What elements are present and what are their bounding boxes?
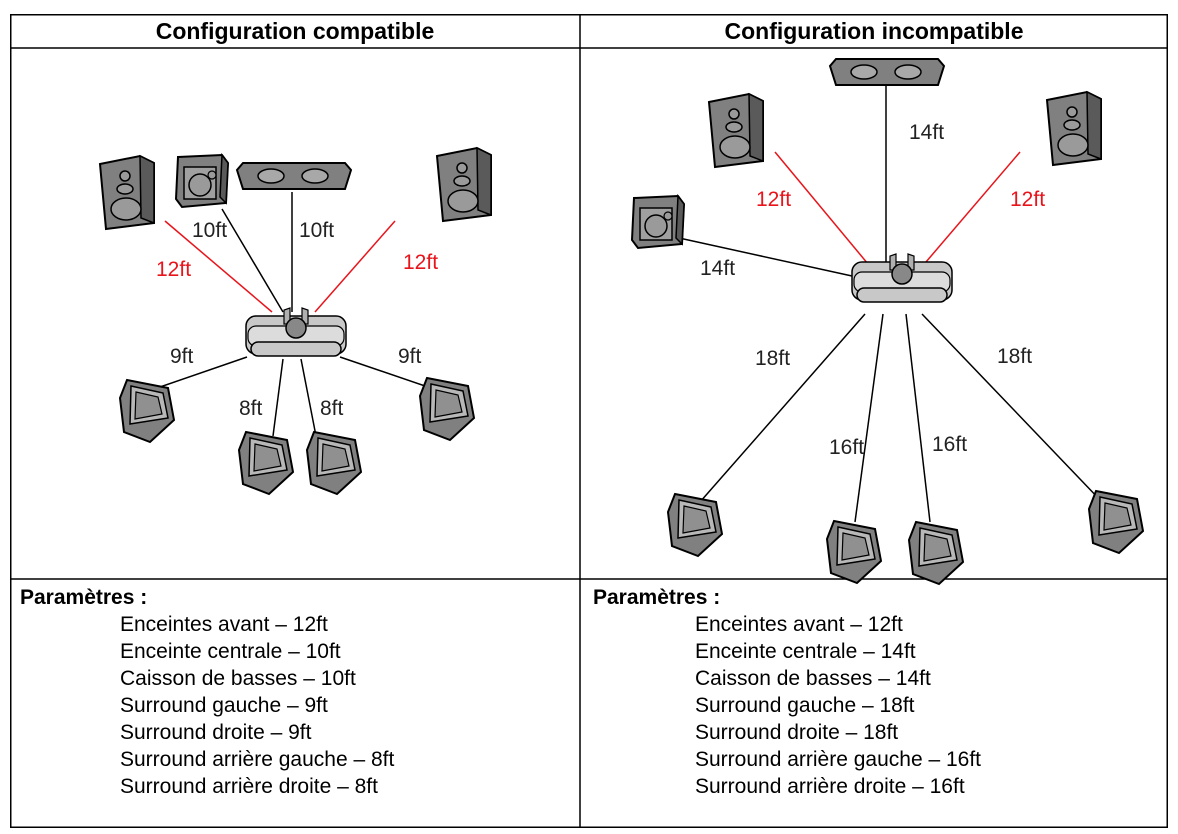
parameter-item: Enceinte centrale – 14ft <box>695 640 916 663</box>
parameter-item: Enceintes avant – 12ft <box>120 613 328 636</box>
parameters-title: Paramètres : <box>20 586 147 609</box>
front-right-speaker <box>1046 91 1102 166</box>
incompatible-parameters: Paramètres : Enceintes avant – 12ft Ence… <box>593 586 981 798</box>
header-incompatible: Configuration incompatible <box>725 18 1024 44</box>
distance-label-center: 10ft <box>299 219 334 242</box>
rear-left-speaker <box>826 520 882 584</box>
parameter-item: Surround arrière droite – 16ft <box>695 775 965 798</box>
parameter-item: Surround droite – 9ft <box>120 721 312 744</box>
distance-label-rear-left: 8ft <box>239 397 263 420</box>
center-speaker <box>829 58 945 86</box>
parameters-title: Paramètres : <box>593 586 720 609</box>
rear-right-speaker <box>306 431 362 495</box>
header-compatible: Configuration compatible <box>156 18 435 44</box>
distance-label-rear-right: 16ft <box>932 433 967 456</box>
compatible-diagram: 10ft 10ft 12ft 12ft 9ft 9ft 8ft 8ft <box>99 147 492 495</box>
subwoofer <box>631 195 685 249</box>
distance-label-surround-left: 18ft <box>755 347 790 370</box>
rear-right-speaker <box>908 521 964 585</box>
table-grid <box>10 14 1168 828</box>
incompatible-diagram: 14ft 12ft 12ft 14ft 18ft 18ft 16ft 16ft <box>631 58 1144 585</box>
distance-label-subwoofer: 10ft <box>192 219 227 242</box>
distance-label-front-right: 12ft <box>1010 188 1045 211</box>
sofa <box>851 253 953 303</box>
parameter-item: Surround arrière gauche – 16ft <box>695 748 981 771</box>
parameter-item: Surround arrière droite – 8ft <box>120 775 378 798</box>
distance-label-center: 14ft <box>909 121 944 144</box>
front-left-speaker <box>99 155 155 230</box>
surround-left-speaker <box>119 379 175 443</box>
front-left-speaker <box>708 93 764 168</box>
parameter-item: Surround arrière gauche – 8ft <box>120 748 394 771</box>
speaker-config-figure: Configuration compatible Configuration i… <box>10 14 1168 828</box>
distance-label-surround-left: 9ft <box>170 345 194 368</box>
speaker-config-table: Configuration compatible Configuration i… <box>10 14 1168 828</box>
distance-label-subwoofer: 14ft <box>700 257 735 280</box>
rear-left-speaker <box>238 431 294 495</box>
parameter-item: Surround gauche – 9ft <box>120 694 328 717</box>
distance-label-rear-right: 8ft <box>320 397 344 420</box>
compatible-parameters: Paramètres : Enceintes avant – 12ft Ence… <box>20 586 394 798</box>
distance-label-surround-right: 9ft <box>398 345 422 368</box>
parameter-item: Surround droite – 18ft <box>695 721 898 744</box>
center-speaker <box>236 162 352 190</box>
parameter-item: Caisson de basses – 14ft <box>695 667 931 690</box>
distance-label-front-left: 12ft <box>756 188 791 211</box>
parameter-item: Surround gauche – 18ft <box>695 694 915 717</box>
parameter-item: Enceinte centrale – 10ft <box>120 640 341 663</box>
connection-lines <box>669 86 1103 523</box>
parameter-item: Caisson de basses – 10ft <box>120 667 356 690</box>
sofa <box>245 307 347 357</box>
distance-label-surround-right: 18ft <box>997 345 1032 368</box>
connection-lines <box>159 192 429 437</box>
surround-left-speaker <box>667 493 723 557</box>
subwoofer <box>175 154 229 208</box>
surround-right-speaker <box>1088 490 1144 554</box>
parameter-item: Enceintes avant – 12ft <box>695 613 903 636</box>
distance-label-front-left: 12ft <box>156 258 191 281</box>
distance-label-front-right: 12ft <box>403 251 438 274</box>
surround-right-speaker <box>419 377 475 441</box>
front-right-speaker <box>436 147 492 222</box>
distance-label-rear-left: 16ft <box>829 436 864 459</box>
